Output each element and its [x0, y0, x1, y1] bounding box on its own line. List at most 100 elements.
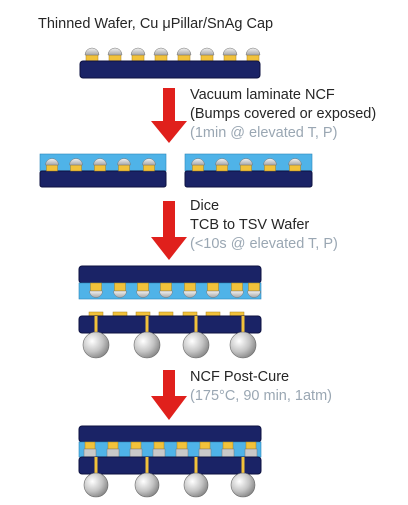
- solder-ball: [182, 331, 210, 359]
- solder-cap: [247, 290, 261, 298]
- cu-pillar: [90, 282, 102, 292]
- solder-ball-row: [82, 331, 257, 359]
- solder-cap: [107, 47, 123, 56]
- bonded-joint: [221, 441, 235, 458]
- cu-pillar: [114, 282, 126, 292]
- cu-pillar: [264, 164, 276, 172]
- cu-pillar: [200, 54, 214, 62]
- solder-cap: [288, 158, 302, 166]
- solder-cap: [84, 47, 100, 56]
- bond-pad: [158, 311, 174, 317]
- wafer-left: [39, 170, 167, 188]
- bonded-joint: [106, 441, 120, 458]
- die: [78, 265, 262, 284]
- solder-joint: [198, 448, 212, 458]
- step1-sublabel: (Bumps covered or exposed): [190, 106, 377, 122]
- cu-pillar: [153, 441, 165, 450]
- cu-pillar: [85, 54, 99, 62]
- tsv-via: [241, 316, 245, 333]
- cu-pillar: [207, 282, 219, 292]
- cu-pillar: [246, 54, 260, 62]
- pillar-bump: [45, 158, 59, 172]
- tsv-row: [94, 316, 245, 333]
- solder-joint: [175, 448, 189, 458]
- solder-joint: [83, 448, 97, 458]
- pillar-bump: [222, 47, 238, 62]
- cu-pillar: [143, 164, 155, 172]
- cu-pillar: [222, 441, 234, 450]
- cu-pillar: [130, 441, 142, 450]
- solder-ball: [82, 331, 110, 359]
- bond-pad: [182, 311, 198, 317]
- solder-cap: [263, 158, 277, 166]
- tsv-via: [194, 457, 198, 474]
- cu-pillar: [108, 54, 122, 62]
- solder-joint: [221, 448, 235, 458]
- solder-cap: [142, 158, 156, 166]
- cu-pillar: [176, 441, 188, 450]
- solder-joint: [129, 448, 143, 458]
- bond-pad: [135, 311, 151, 317]
- bonded-joint: [244, 441, 258, 458]
- step2-conditions: (<10s @ elevated T, P): [190, 236, 338, 252]
- cu-pillar: [248, 282, 260, 292]
- cu-pillar: [118, 164, 130, 172]
- step2-label: Dice: [190, 198, 220, 214]
- pillar-bump: [153, 47, 169, 62]
- pillar-bump: [93, 158, 107, 172]
- solder-cap: [206, 290, 220, 298]
- cu-pillar: [177, 54, 191, 62]
- cu-pillar: [46, 164, 58, 172]
- step3-label: NCF Post-Cure: [190, 369, 290, 385]
- tsv-via: [145, 457, 149, 474]
- tsv-pad-row: [88, 311, 245, 317]
- die: [78, 425, 262, 443]
- bonded-joint: [129, 441, 143, 458]
- bonded-joint: [152, 441, 166, 458]
- pillar-bump: [117, 158, 131, 172]
- tsv-via: [241, 457, 245, 474]
- solder-ball-row: [83, 472, 256, 498]
- pillar-bump: [176, 47, 192, 62]
- solder-cap: [69, 158, 83, 166]
- step2-sublabel: TCB to TSV Wafer: [190, 217, 310, 233]
- solder-cap: [93, 158, 107, 166]
- pillar-bump: [159, 282, 173, 298]
- pillar-bump: [206, 282, 220, 298]
- tsv-via: [94, 316, 98, 333]
- start-title: Thinned Wafer, Cu μPillar/SnAg Cap: [38, 16, 274, 32]
- cu-pillar: [137, 282, 149, 292]
- solder-ball: [133, 331, 161, 359]
- cu-pillar: [184, 282, 196, 292]
- solder-cap: [130, 47, 146, 56]
- cu-pillar: [245, 441, 257, 450]
- pillar-bump: [69, 158, 83, 172]
- solder-ball: [134, 472, 160, 498]
- stage-post-cure: [78, 425, 262, 498]
- cu-pillar: [107, 441, 119, 450]
- wafer-right: [184, 170, 313, 188]
- pillar-bump: [130, 47, 146, 62]
- cu-pillar: [199, 441, 211, 450]
- solder-ball: [83, 472, 109, 498]
- pillar-bump: [107, 47, 123, 62]
- pillar-bump: [239, 158, 253, 172]
- down-arrow-icon: [151, 88, 187, 143]
- solder-cap: [176, 47, 192, 56]
- bond-pad: [205, 311, 221, 317]
- bond-pad: [88, 311, 104, 317]
- pillar-bump: [113, 282, 127, 298]
- tsv-via: [94, 457, 98, 474]
- bond-pad: [112, 311, 128, 317]
- tsv-wafer: [78, 456, 262, 475]
- pillar-bump: [230, 282, 244, 298]
- cu-pillar: [94, 164, 106, 172]
- pillar-bump-row: [84, 47, 261, 62]
- solder-ball: [229, 331, 257, 359]
- solder-cap: [245, 47, 261, 56]
- pillar-bump: [215, 158, 229, 172]
- pillar-bump: [89, 282, 103, 298]
- step1-label: Vacuum laminate NCF: [190, 87, 335, 103]
- solder-cap: [230, 290, 244, 298]
